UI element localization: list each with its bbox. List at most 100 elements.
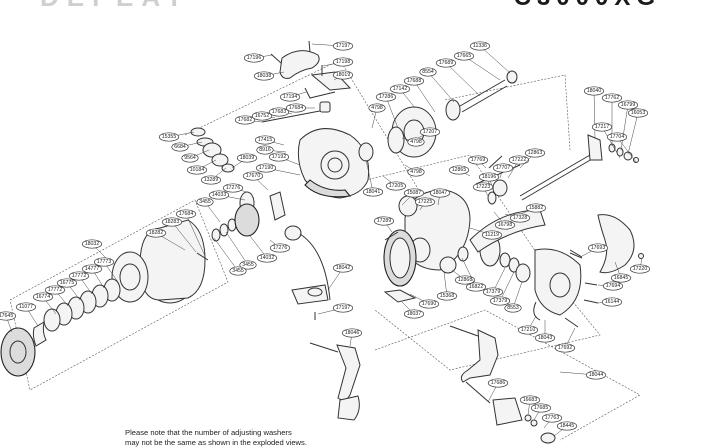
part-number-bubble (253, 71, 275, 81)
leader-line (185, 213, 206, 257)
part-number-label: 18039 (240, 155, 255, 161)
rotor-part (297, 128, 370, 199)
part-number-label: 17769 (471, 157, 486, 163)
ratchet-gear-part (234, 203, 260, 237)
drive-gear-inner (389, 237, 411, 279)
part-callout: 17704 (606, 132, 637, 163)
nut-part (633, 157, 639, 163)
part-callout: 17289 (373, 216, 395, 233)
part-number-label: 17196 (247, 55, 262, 61)
part-callout: 8916 (256, 145, 287, 155)
line-roller-shaft-part (261, 109, 326, 123)
part-number-bubble (453, 51, 475, 61)
plate-part (269, 191, 286, 221)
part-number-label: 18040 (587, 88, 602, 94)
part-number-label: 17693 (591, 245, 606, 251)
part-callout: 17772 (44, 285, 69, 307)
part-number-label: 16683 (523, 397, 538, 403)
part-callout: 17694 (597, 281, 624, 291)
part-number-label: 17689 (439, 60, 454, 66)
part-callout: 16845 (610, 261, 632, 283)
part-number-label: 18046 (345, 330, 360, 336)
part-callout: 11077 (15, 302, 39, 327)
part-callout: 8554 (419, 67, 455, 103)
part-callout: 18282 (145, 228, 186, 251)
part-number-bubble (229, 266, 247, 276)
part-callout: 17763 (541, 413, 563, 429)
screw-part (638, 253, 644, 259)
leader-line (225, 231, 249, 266)
shaft-group-outline (444, 74, 571, 151)
part-number-bubble (436, 291, 458, 301)
part-number-bubble (81, 264, 103, 274)
part-callout: 17665 (453, 51, 501, 81)
handle-grip-shaft-part (465, 381, 491, 404)
part-number-label: 18041 (366, 189, 381, 195)
pinion-shaft-part (461, 85, 508, 113)
part-number-bubble (534, 333, 556, 343)
part-number-label: 17190 (259, 165, 274, 171)
leader-line (620, 104, 629, 151)
part-number-label: 17220 (633, 266, 648, 272)
part-number-bubble (56, 278, 78, 288)
part-number-bubble (0, 311, 17, 321)
part-number-bubble (610, 273, 632, 283)
part-callout: 17190 (255, 163, 301, 176)
part-number-bubble (627, 108, 649, 118)
part-callout: 17379 (489, 271, 515, 306)
part-callout: 4798 (368, 103, 386, 129)
part-number-bubble (243, 53, 265, 63)
part-number-label: 17276 (273, 245, 288, 251)
leader-line (461, 257, 477, 288)
part-callout: 16774 (32, 292, 57, 315)
rotor-hub-inner (327, 157, 343, 173)
part-number-label: 8553 (507, 305, 519, 311)
main-shaft-parts (358, 70, 518, 162)
part-callout: 12868 (451, 269, 476, 285)
part-number-label: 15882 (529, 205, 544, 211)
part-number-bubble (254, 135, 276, 145)
part-callout: 18047 (429, 188, 451, 206)
part-number-bubble (385, 181, 407, 191)
part-number-label: 18282 (149, 230, 164, 236)
part-number-bubble (585, 370, 607, 380)
part-number-label: 17772 (48, 287, 63, 293)
part-callout: 17196 (243, 53, 273, 63)
washer-part (219, 223, 229, 237)
part-number-label: 17286 (379, 94, 394, 100)
part-number-bubble (482, 287, 504, 297)
part-callout: 3455 (196, 197, 221, 223)
product-title: DEFEAT (40, 0, 190, 13)
part-number-label: 6684 (174, 144, 186, 150)
part-number-bubble (242, 171, 264, 181)
part-number-bubble (429, 188, 451, 198)
leader-line (463, 55, 501, 81)
reel-foot-parts (569, 214, 644, 274)
part-number-bubble (403, 188, 425, 198)
part-number-label: 17684 (179, 211, 194, 217)
part-callout: 17197 (317, 303, 354, 315)
foot-part (469, 209, 546, 253)
part-callout: 17379 (482, 267, 506, 297)
part-number-label: 4798 (410, 139, 422, 145)
part-callout: 16053 (627, 108, 649, 155)
part-number-label: 3455 (232, 268, 244, 274)
part-callout: 17223 (472, 182, 494, 197)
leader-line (627, 112, 639, 155)
bearing-part (445, 99, 461, 121)
part-callout: 17670 (242, 171, 269, 191)
part-callout: 17328 (504, 213, 531, 223)
part-callout: 16775 (56, 278, 81, 301)
handle-knob-part (337, 395, 360, 421)
pinion-shaft-part (459, 79, 506, 107)
part-number-label: 17276 (226, 185, 241, 191)
part-number-label: 16822 (469, 284, 484, 290)
model-code: C3000XG (514, 0, 661, 12)
part-number-label: 16774 (36, 294, 51, 300)
part-number-bubble (601, 297, 623, 307)
part-callout: 17769 (467, 155, 489, 169)
part-number-label: 12863 (528, 150, 543, 156)
part-number-bubble (186, 165, 208, 175)
part-number-bubble (587, 243, 609, 253)
